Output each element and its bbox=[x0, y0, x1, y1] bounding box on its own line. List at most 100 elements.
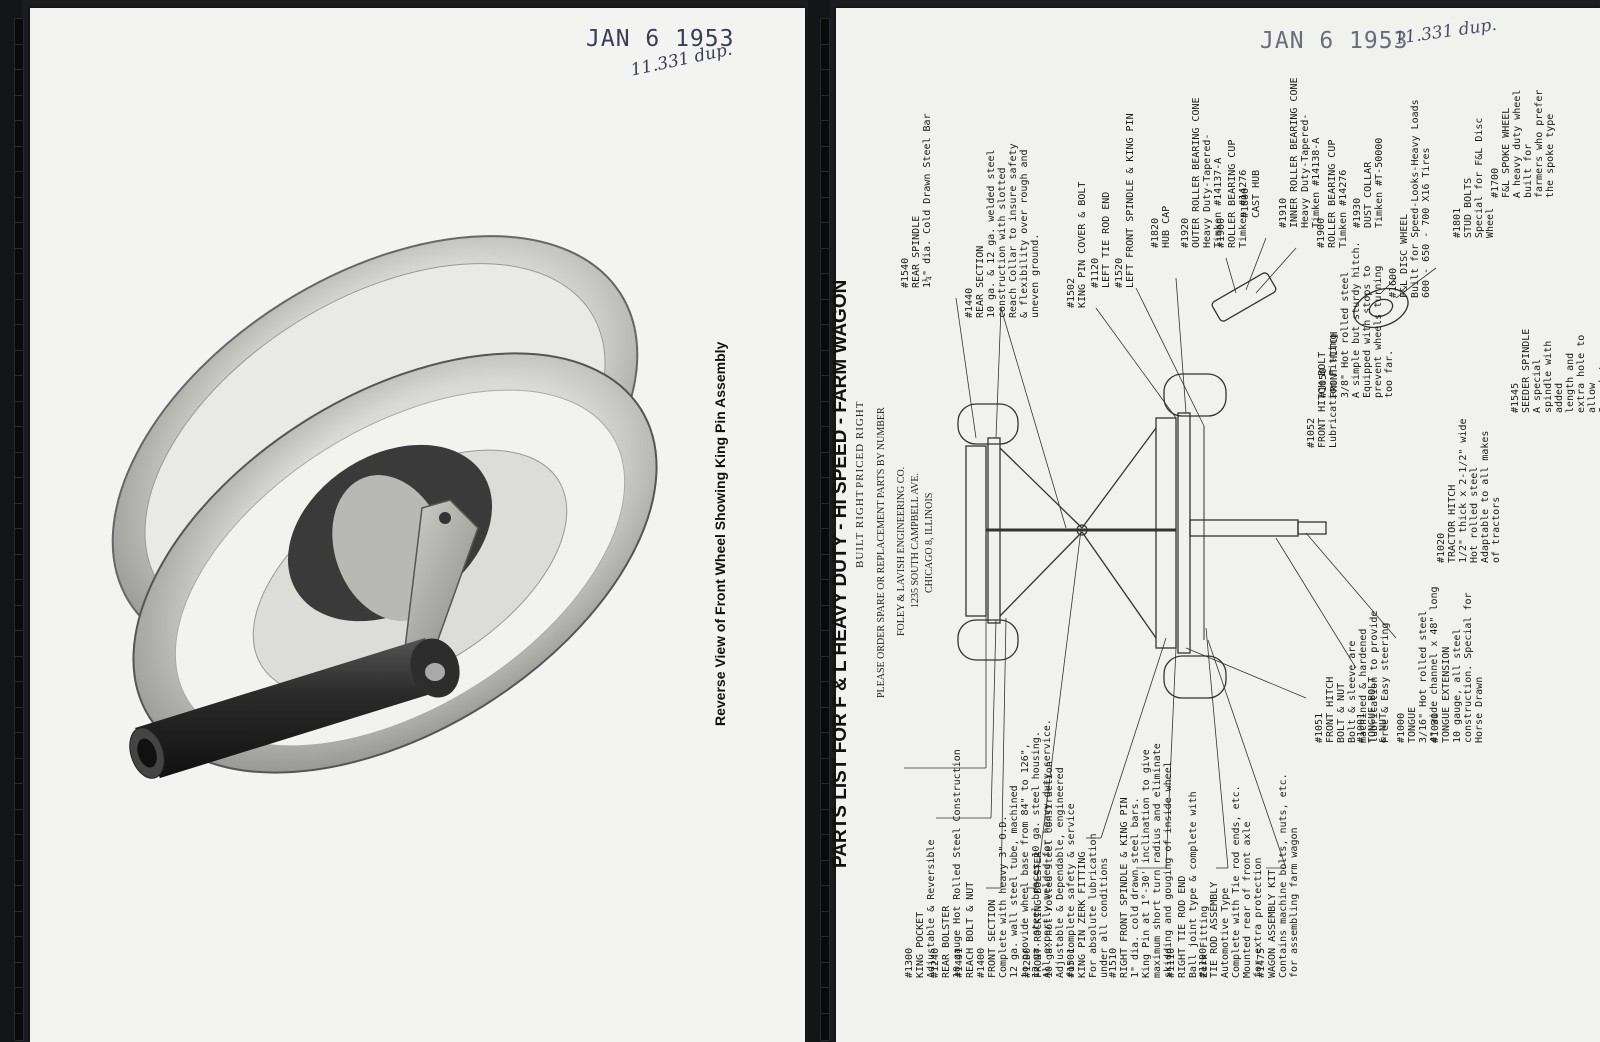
binding-hole bbox=[14, 502, 24, 531]
binding-hole bbox=[820, 375, 830, 403]
binding-hole bbox=[820, 145, 830, 174]
photo-caption: Reverse View of Front Wheel Showing King… bbox=[712, 341, 728, 726]
binding-hole bbox=[14, 706, 24, 735]
part-description: 10 ga. & 12 ga. welded steel constructio… bbox=[986, 143, 1041, 318]
part-name: OUTER ROLLER BEARING CONE bbox=[1191, 97, 1202, 248]
part-name: TONGUE BOLT & NUT bbox=[1367, 676, 1389, 743]
part-number: #1600 bbox=[1388, 267, 1399, 298]
binding-hole bbox=[14, 604, 24, 633]
part-number: #1120 bbox=[1090, 257, 1101, 288]
binding-hole bbox=[14, 961, 24, 990]
binding-hole bbox=[14, 273, 24, 301]
part-description: 1¼" dia. Cold Drawn Steel Bar bbox=[922, 113, 933, 288]
left-page: JAN 6 1953 11.331 dup. bbox=[30, 8, 805, 1042]
part-number: #1920 bbox=[1180, 217, 1191, 248]
part-name: REACH BOLT & NUT bbox=[965, 881, 976, 978]
part-name: INNER ROLLER BEARING CONE bbox=[1289, 77, 1300, 228]
part-description: 1/2" thick x 2-1/2" wide Hot rolled stee… bbox=[1458, 418, 1502, 564]
part-name: FRONT HITCH BOLT bbox=[1317, 351, 1328, 448]
binding-hole bbox=[820, 681, 830, 709]
binding-hole bbox=[14, 553, 24, 582]
part-name: F&L SPOKE WHEEL bbox=[1501, 107, 1512, 198]
binding-hole bbox=[820, 732, 830, 760]
binding-hole bbox=[14, 808, 24, 837]
part-number: #1930 bbox=[1352, 197, 1363, 228]
part-name: RIGHT FRONT SPINDLE & KING PIN bbox=[1119, 797, 1130, 978]
binding-hole bbox=[14, 859, 24, 888]
part-number: #1440 bbox=[964, 287, 975, 318]
rear-bolster bbox=[965, 445, 987, 617]
binding-hole bbox=[14, 732, 24, 760]
part-number: #1001 bbox=[1356, 712, 1367, 743]
part-number: #1700 bbox=[1490, 167, 1501, 198]
binding-hole bbox=[14, 196, 24, 225]
part-number: #1510 bbox=[1108, 947, 1119, 978]
part-number: #1820 bbox=[1150, 217, 1161, 248]
binding-hole bbox=[820, 834, 830, 862]
part-name: TONGUE bbox=[1407, 706, 1418, 743]
part-number: #1400 bbox=[976, 947, 987, 978]
part-number: #1520 bbox=[1114, 257, 1125, 288]
binding-hole bbox=[14, 757, 24, 786]
part-name: REAR BOLSTER bbox=[941, 905, 952, 978]
binding-hole bbox=[820, 936, 830, 964]
binding-hole bbox=[820, 528, 830, 556]
spindle-shaft bbox=[135, 638, 450, 778]
binding-hole bbox=[820, 553, 830, 582]
part-name: FRONT HITCH BOLT & NUT bbox=[1325, 676, 1347, 743]
binding-hole bbox=[14, 426, 24, 454]
binding-hole bbox=[820, 298, 830, 327]
binding-hole bbox=[820, 196, 830, 225]
binding-hole bbox=[820, 808, 830, 837]
binding-hole bbox=[14, 171, 24, 199]
binding-hole bbox=[820, 885, 830, 913]
right-page: JAN 6 1953 11.331 dup. PARTS LIST FOR F … bbox=[830, 8, 1600, 1042]
binding-hole bbox=[820, 757, 830, 786]
binding-hole bbox=[14, 400, 24, 429]
binding-hole bbox=[14, 18, 24, 46]
part-description: For absolute lubrication under all condi… bbox=[1088, 833, 1110, 979]
part-name: RIGHT TIE ROD END bbox=[1177, 875, 1188, 978]
binding-hole bbox=[14, 247, 24, 276]
part-name: STUD BOLTS bbox=[1463, 177, 1474, 238]
part-number: #1545 bbox=[1510, 382, 1521, 413]
part-name: KING PIN ZERK FITTING bbox=[1077, 851, 1088, 978]
hub-detail bbox=[1211, 272, 1277, 322]
binding-hole bbox=[820, 502, 830, 531]
part-name: TRACTOR HITCH bbox=[1447, 484, 1458, 563]
part-description: Timken #14276 bbox=[1338, 169, 1349, 248]
binding-hole bbox=[14, 579, 24, 607]
part-description: Timken #T-50000 bbox=[1374, 137, 1385, 228]
part-description: 3/8" Hot rolled steel A simple but sturd… bbox=[1340, 241, 1395, 398]
binding-hole bbox=[820, 43, 830, 72]
part-number: #1801 bbox=[1452, 207, 1463, 238]
binding-hole bbox=[14, 885, 24, 913]
part-name: FRONT SECTION bbox=[987, 899, 998, 978]
binding-hole bbox=[820, 400, 830, 429]
rear-wheel-bottom bbox=[957, 619, 1019, 661]
tongue bbox=[1189, 519, 1299, 537]
part-name: WAGON ASSEMBLY KIT bbox=[1267, 869, 1278, 978]
binding-hole bbox=[14, 987, 24, 1015]
tractor-hitch bbox=[1297, 521, 1327, 535]
front-wheel-top bbox=[1163, 373, 1227, 417]
binding-hole bbox=[14, 298, 24, 327]
part-description: A heavy duty wheel built for farmers who… bbox=[1512, 89, 1556, 198]
part-number: #1300 bbox=[904, 947, 915, 978]
binding-hole bbox=[820, 222, 830, 250]
binding-hole bbox=[820, 910, 830, 939]
part-number: #1475 bbox=[1256, 947, 1267, 978]
